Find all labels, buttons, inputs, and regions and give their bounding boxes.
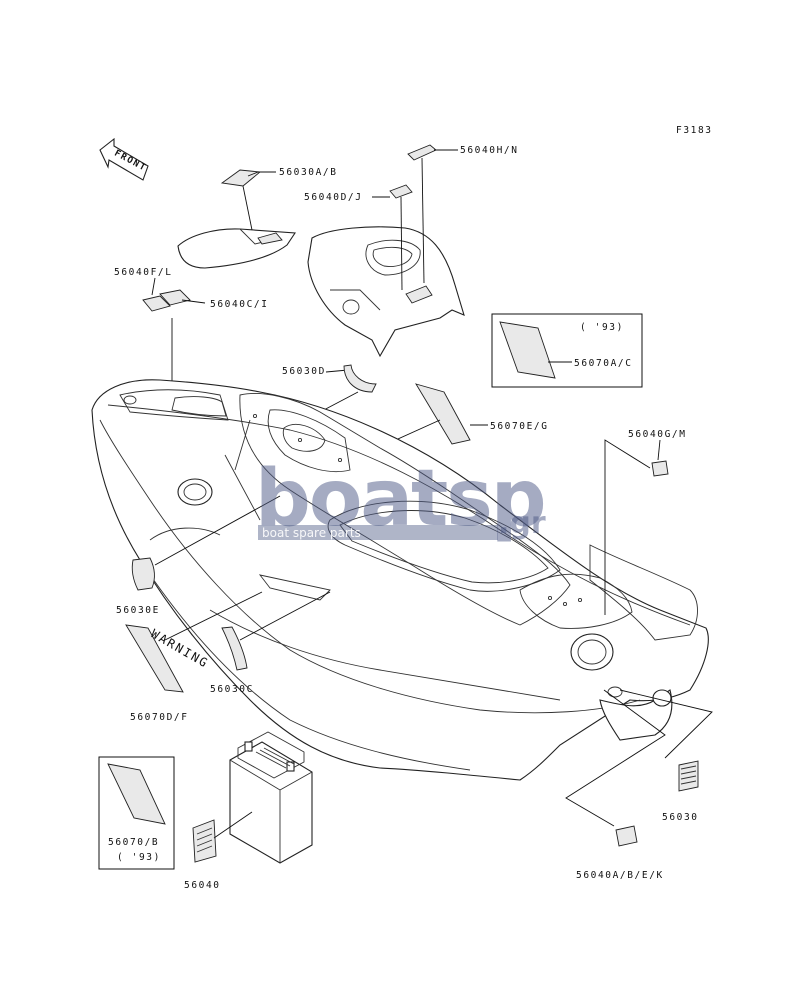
figure-code: F3183 xyxy=(676,125,713,136)
battery xyxy=(229,731,313,864)
label-56040A-B-E-K: 56040A/B/E/K xyxy=(576,870,664,881)
box-56070A-C xyxy=(491,313,643,388)
decal-56040G-M xyxy=(651,460,669,477)
watermark: boatsp .gr boat spare parts xyxy=(255,454,547,544)
label-56040G-M: 56040G/M xyxy=(628,429,687,440)
label-56070D-F: 56070D/F xyxy=(130,712,189,723)
watermark-main: boatsp xyxy=(255,454,545,544)
label-56030A-B: 56030A/B xyxy=(279,167,338,178)
front-arrow-icon: FRONT xyxy=(99,137,149,181)
decal-56040 xyxy=(192,819,217,863)
decal-56040F-L xyxy=(142,295,171,312)
decal-56030D xyxy=(343,364,377,393)
watermark-suffix: .gr xyxy=(498,506,546,541)
decal-56070E-G xyxy=(415,383,471,445)
label-56040H-N: 56040H/N xyxy=(460,145,519,156)
label-56030E: 56030E xyxy=(116,605,160,616)
box-label-93-top: ( '93) xyxy=(580,322,624,333)
watermark-tagline: boat spare parts xyxy=(262,526,361,540)
decal-56040D-J xyxy=(389,184,413,199)
decal-56030A-B xyxy=(220,169,262,187)
decal-56040C-I xyxy=(159,289,191,306)
label-56040F-L: 56040F/L xyxy=(114,267,173,278)
watermark-tagline-bg xyxy=(258,525,498,540)
decal-56070A-C xyxy=(499,321,556,379)
label-56040: 56040 xyxy=(184,880,221,891)
box-56070-B xyxy=(98,756,175,870)
label-56070E-G: 56070E/G xyxy=(490,421,549,432)
seat-cover xyxy=(177,228,296,269)
decal-56030C xyxy=(221,626,248,671)
label-56070-B: 56070/B xyxy=(108,837,159,848)
decal-56040A-B-E-K xyxy=(615,825,638,847)
label-56070A-C: 56070A/C xyxy=(574,358,633,369)
label-56040D-J: 56040D/J xyxy=(304,192,363,203)
engine-cover xyxy=(307,226,465,358)
decal-56030E xyxy=(131,557,155,591)
label-56040C-I: 56040C/I xyxy=(210,299,269,310)
box-label-93-bottom: ( '93) xyxy=(117,852,161,863)
label-56030C: 56030C xyxy=(210,684,254,695)
label-56030D: 56030D xyxy=(282,366,326,377)
decal-56040H-N xyxy=(407,144,437,161)
label-56030: 56030 xyxy=(662,812,699,823)
decal-56070D-F xyxy=(125,624,184,693)
hull xyxy=(91,379,709,781)
decal-56070-B xyxy=(107,763,166,825)
